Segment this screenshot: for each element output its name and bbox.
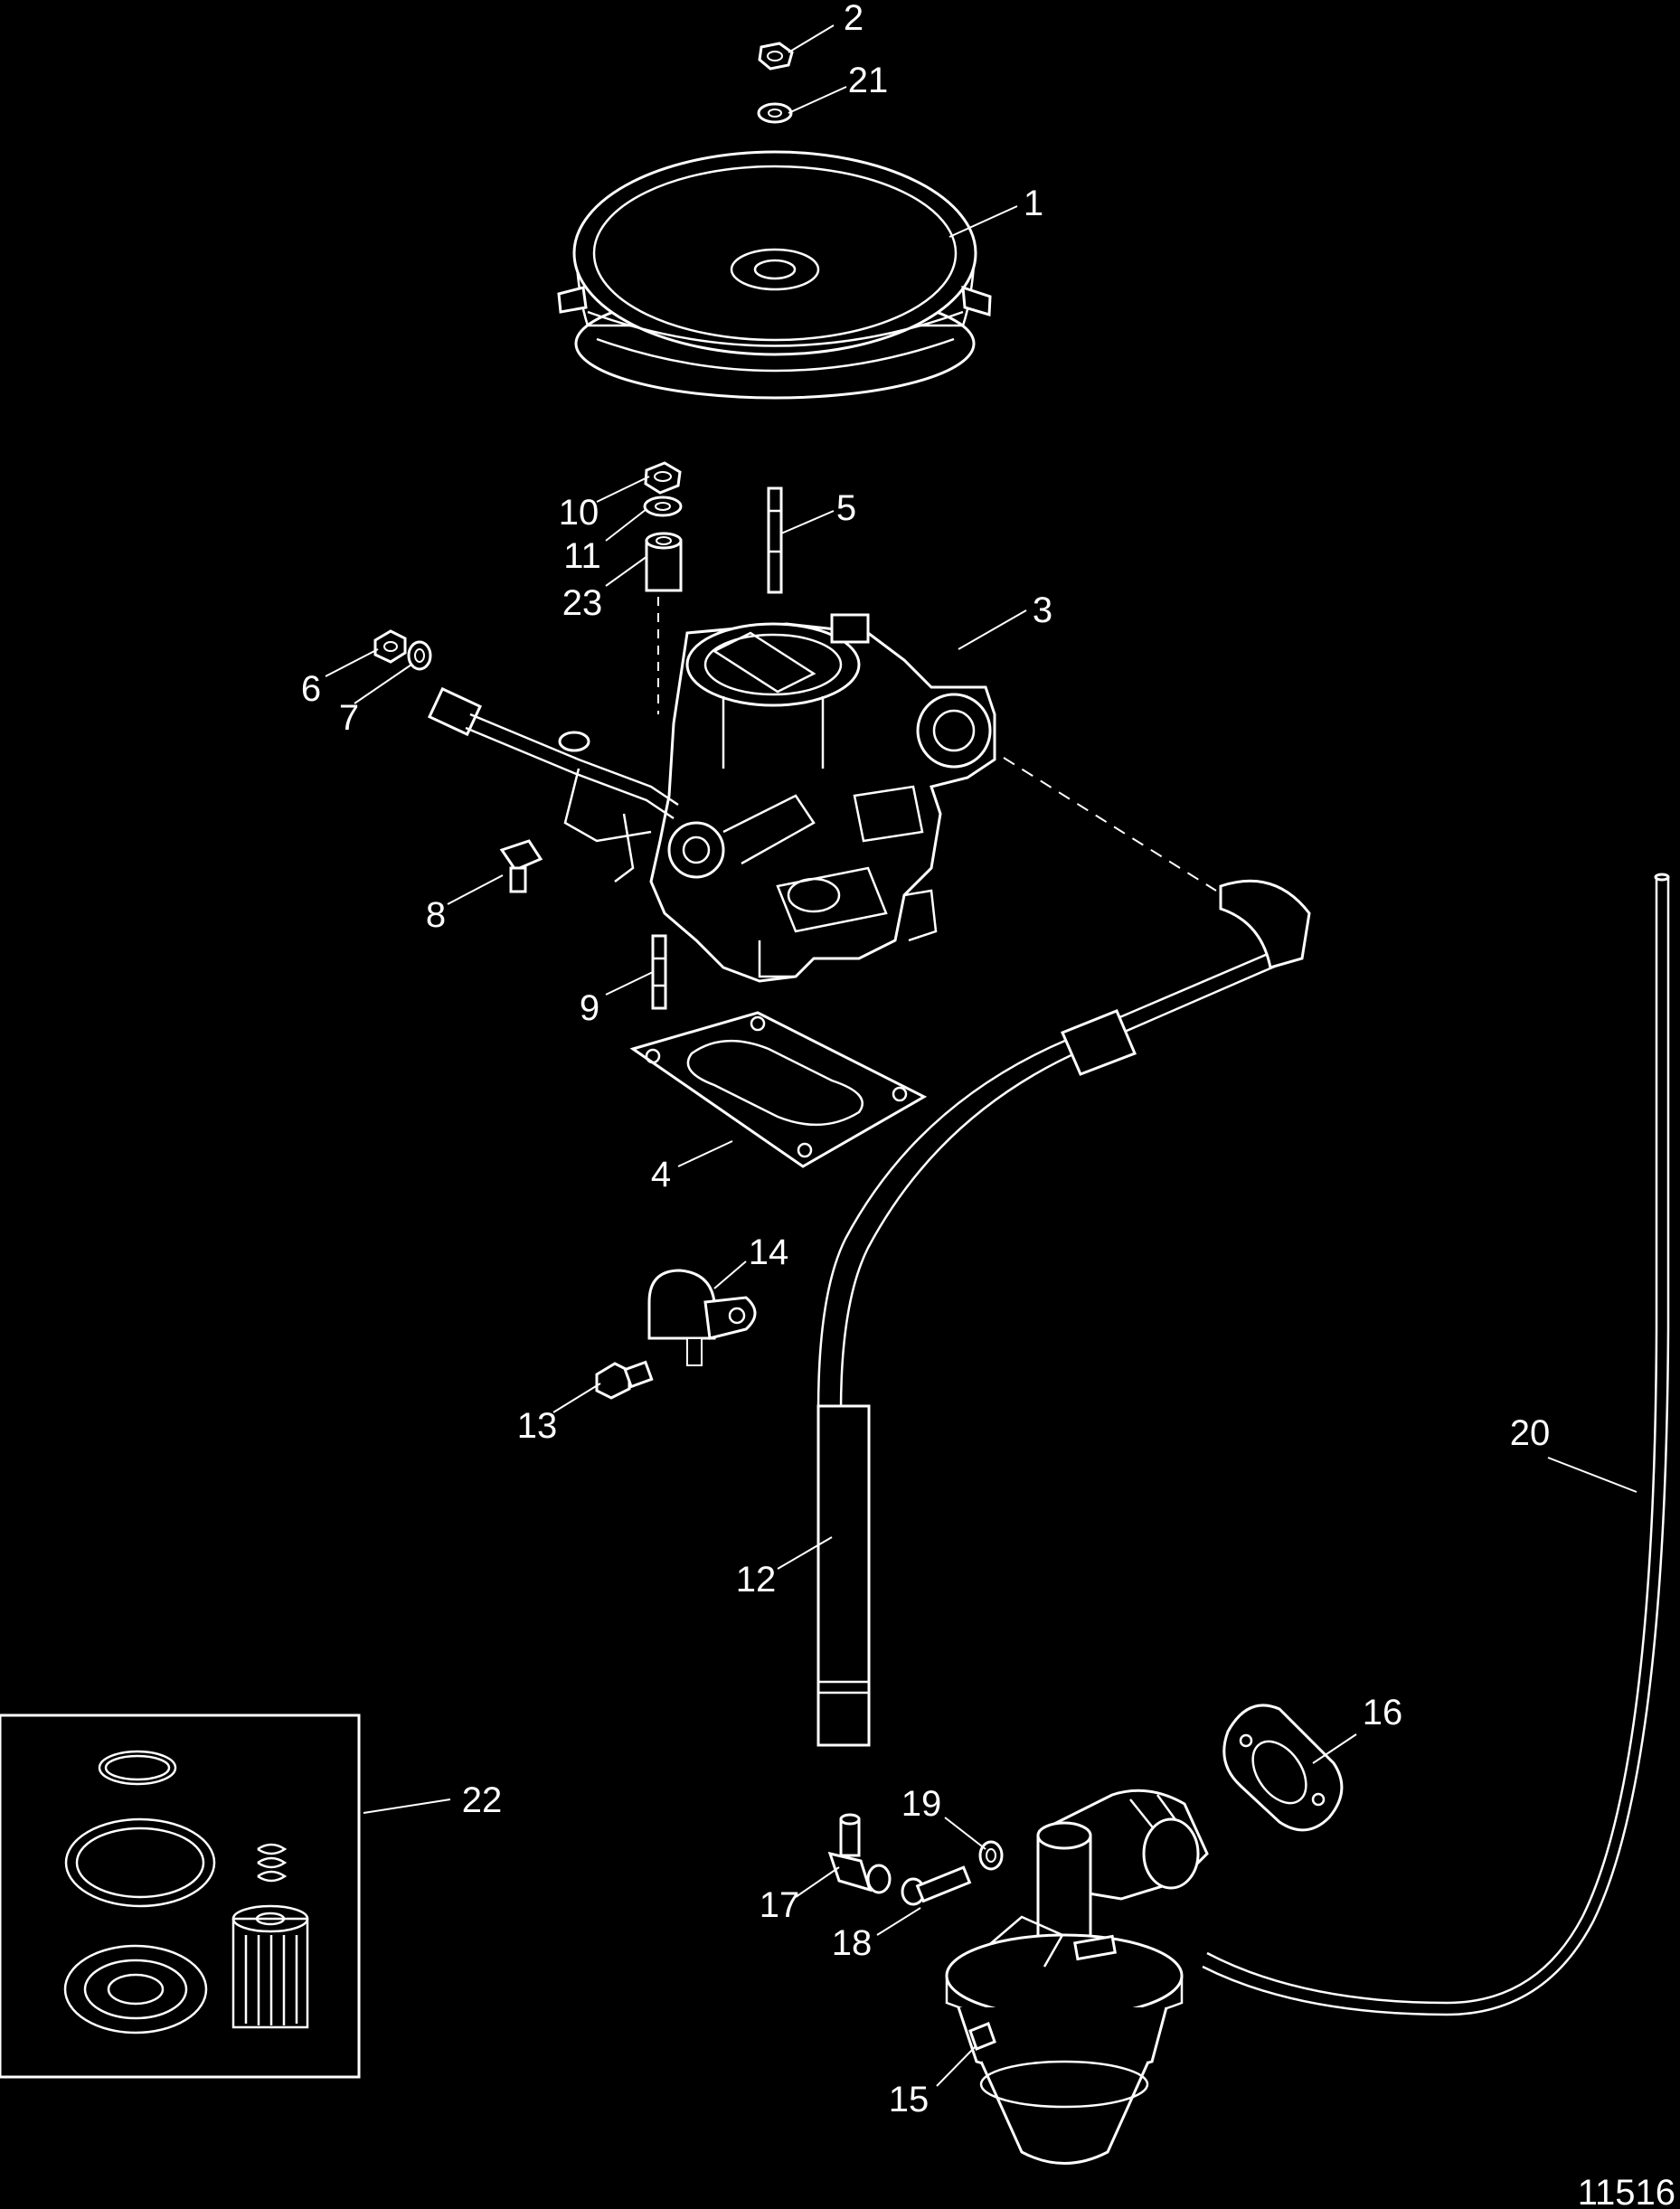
spacer-part-23 xyxy=(645,532,683,592)
leader-line-21 xyxy=(788,86,847,114)
callout-14: 14 xyxy=(749,1232,789,1272)
stud-part-9 xyxy=(651,934,667,1010)
washer-part-21 xyxy=(757,102,793,124)
leader-line-15 xyxy=(936,2044,977,2087)
callout-18: 18 xyxy=(832,1923,873,1963)
flame-arrestor-part-1 xyxy=(557,150,992,400)
filter-kit-inset-part-22 xyxy=(0,1713,361,2079)
callout-9: 9 xyxy=(580,988,599,1028)
nut-part-2 xyxy=(758,42,794,71)
leader-line-17 xyxy=(795,1866,840,1898)
leader-line-1 xyxy=(949,205,1018,238)
washer-part-19 xyxy=(978,1840,1004,1871)
alignment-line-fuel xyxy=(1003,757,1217,892)
leader-line-5 xyxy=(780,510,835,534)
fitting-part-17 xyxy=(827,1813,892,1894)
callout-8: 8 xyxy=(426,895,446,935)
nut-part-6 xyxy=(373,629,407,664)
clamp-part-14 xyxy=(647,1269,757,1366)
callout-7: 7 xyxy=(339,698,359,738)
leader-line-6 xyxy=(325,648,379,677)
fuel-line-part-12 xyxy=(816,879,1311,1747)
callout-19: 19 xyxy=(901,1784,942,1824)
leader-line-23 xyxy=(605,555,648,587)
callout-3: 3 xyxy=(1033,590,1052,630)
leader-line-8 xyxy=(447,874,504,905)
callout-10: 10 xyxy=(559,493,599,533)
leader-line-20 xyxy=(1547,1457,1638,1493)
leader-line-14 xyxy=(713,1260,747,1289)
figure-number: 11516 xyxy=(1578,2173,1675,2209)
callout-16: 16 xyxy=(1363,1693,1403,1732)
callout-6: 6 xyxy=(301,669,321,709)
leader-line-9 xyxy=(605,971,654,996)
washer-part-7 xyxy=(407,640,432,671)
leader-line-13 xyxy=(552,1383,601,1413)
callout-labels: 2 21 1 10 11 23 5 3 6 7 8 9 4 14 13 12 2… xyxy=(301,0,1550,2119)
hose-part-20 xyxy=(1202,873,1670,2016)
callout-23: 23 xyxy=(562,583,603,623)
wiring-harness xyxy=(427,686,679,883)
callout-4: 4 xyxy=(651,1155,671,1194)
fitting-part-8 xyxy=(499,839,543,893)
bolt-part-18 xyxy=(901,1865,972,1906)
bolt-part-13 xyxy=(595,1360,654,1400)
leader-line-18 xyxy=(876,1907,921,1936)
callout-15: 15 xyxy=(889,2080,930,2119)
callout-11: 11 xyxy=(563,536,601,576)
callout-5: 5 xyxy=(836,488,856,528)
fuel-pump-part-15 xyxy=(945,1789,1209,2165)
callout-2: 2 xyxy=(844,0,864,38)
callout-21: 21 xyxy=(848,61,889,100)
leader-line-2 xyxy=(788,24,835,53)
callout-22: 22 xyxy=(462,1780,503,1820)
leader-line-4 xyxy=(677,1140,733,1167)
gasket-part-16 xyxy=(1222,1704,1344,1832)
leader-lines xyxy=(325,24,1638,2087)
leader-line-16 xyxy=(1312,1733,1357,1764)
gasket-part-4 xyxy=(629,1011,928,1168)
leader-line-19 xyxy=(944,1817,986,1850)
callout-12: 12 xyxy=(736,1560,777,1600)
callout-17: 17 xyxy=(760,1885,800,1925)
nut-part-10 xyxy=(644,461,682,495)
leader-line-3 xyxy=(958,609,1027,650)
leader-line-10 xyxy=(596,476,650,503)
washer-part-11 xyxy=(643,496,683,517)
callout-1: 1 xyxy=(1024,184,1043,223)
leader-line-11 xyxy=(605,508,647,542)
leader-line-7 xyxy=(354,664,412,704)
stud-part-5 xyxy=(767,486,783,594)
callout-13: 13 xyxy=(517,1406,558,1446)
carburetor-part-3 xyxy=(649,613,996,983)
leader-line-12 xyxy=(777,1536,833,1570)
callout-20: 20 xyxy=(1510,1413,1551,1453)
leader-line-22 xyxy=(363,1798,451,1814)
